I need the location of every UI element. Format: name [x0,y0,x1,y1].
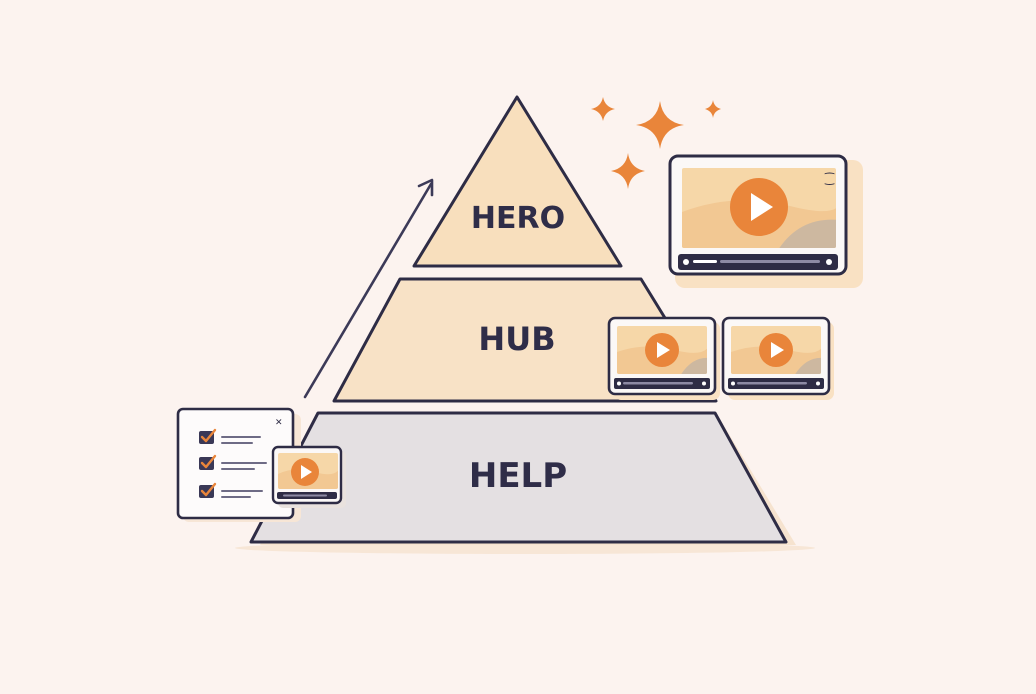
tier-help: HELP [249,411,796,545]
sparkle-icon [636,101,684,149]
tier-hero: HERO [412,95,623,268]
checkbox-icon [199,454,267,470]
checkbox-icon [199,428,261,444]
hub-video-player-icon [607,316,720,400]
hub-video-player-icon [721,316,834,400]
help-video-player-icon [271,445,346,508]
tier-hub-label: HUB [478,320,555,358]
growth-arrow-icon [303,178,434,399]
close-icon: ⁐ [824,173,835,186]
sparkles [591,97,721,189]
sparkle-icon [705,100,721,118]
sparkle-icon [591,97,615,121]
close-icon: ✕ [275,418,283,428]
hero-video-player-icon: ⁐ [668,154,863,288]
sparkle-icon [611,153,645,189]
tier-hero-label: HERO [471,201,565,236]
tier-help-label: HELP [469,456,567,496]
help-checklist-icon: ✕ [176,407,301,522]
checkbox-icon [199,482,263,498]
